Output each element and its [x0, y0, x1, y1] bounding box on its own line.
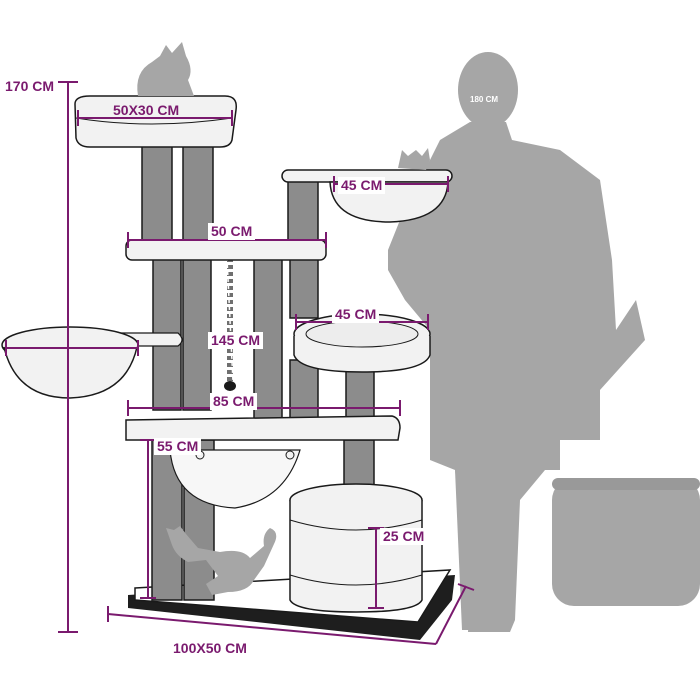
- top-platform-label: 50X30 CM: [113, 102, 180, 118]
- round-bed-label: 45 CM: [332, 306, 380, 323]
- under-hammock: [169, 449, 301, 509]
- total-height-label: 170 CM: [2, 78, 58, 95]
- upper-platform: [125, 239, 327, 261]
- post-height-label: 145 CM: [208, 332, 264, 349]
- round-bed: [293, 313, 431, 373]
- cat-silhouette-bottom: [166, 526, 277, 595]
- cat-silhouette-top: [137, 42, 194, 96]
- stool-silhouette: [552, 478, 700, 606]
- person-silhouette: [388, 52, 645, 632]
- sisal-rope: [224, 257, 236, 391]
- hammock-height-label: 55 CM: [154, 438, 202, 455]
- base-label: 100X50 CM: [170, 640, 250, 657]
- dimension-lines: [5, 81, 475, 645]
- person-height-label: 180 CM: [470, 95, 499, 104]
- left-bowl: [1, 326, 183, 399]
- cave-height-label: 25 CM: [380, 528, 428, 545]
- upper-platform-label: 50 CM: [208, 223, 256, 240]
- cat-silhouette-hammock: [398, 148, 430, 170]
- cave-box: [289, 483, 423, 613]
- posts: [141, 121, 375, 601]
- right-hammock-label: 45 CM: [338, 177, 386, 194]
- top-platform: [74, 95, 238, 148]
- main-platform: [125, 415, 401, 441]
- main-platform-label: 85 CM: [210, 393, 258, 410]
